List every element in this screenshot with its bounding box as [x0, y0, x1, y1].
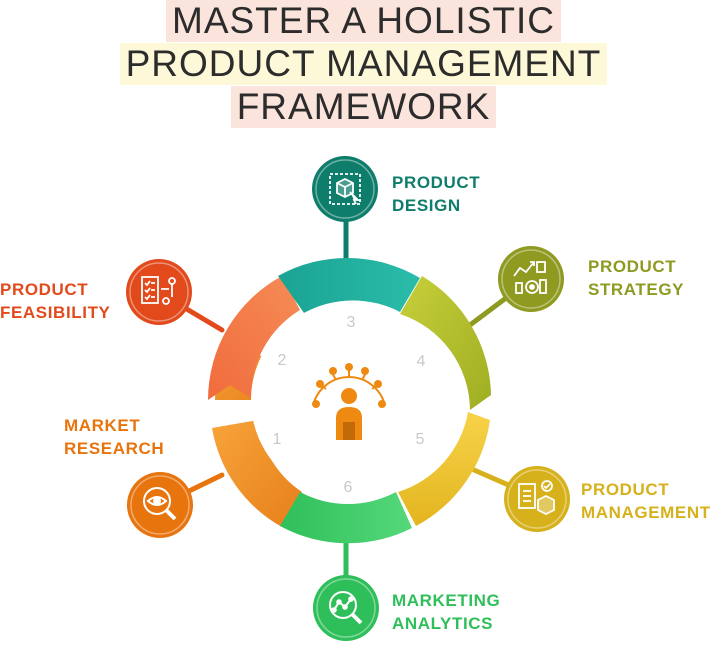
stage-number-5: 5	[416, 431, 425, 448]
label-market-research: MARKET RESEARCH	[64, 414, 164, 460]
label-line: DESIGN	[392, 196, 461, 215]
stage-number-4: 4	[417, 353, 426, 370]
stage-number-6: 6	[344, 479, 353, 496]
connector-product-feasibility	[182, 305, 225, 333]
page-title: MASTER A HOLISTIC PRODUCT MANAGEMENT FRA…	[0, 0, 727, 129]
stage-number-1: 1	[273, 431, 282, 448]
connector-product-strategy	[467, 295, 509, 328]
label-line: PRODUCT	[392, 173, 481, 192]
marketing-analytics-node	[313, 575, 379, 641]
label-product-management: PRODUCT MANAGEMENT	[581, 478, 711, 524]
cube-cursor-icon	[329, 173, 361, 205]
label-line: FEASIBILITY	[0, 303, 111, 322]
label-line: PRODUCT	[0, 280, 89, 299]
checklist-flow-icon	[141, 276, 176, 305]
product-design-node	[312, 156, 378, 222]
label-line: MANAGEMENT	[581, 503, 711, 522]
connector-market-research	[182, 472, 225, 496]
label-line: PRODUCT	[581, 480, 670, 499]
label-line: MARKET	[64, 416, 141, 435]
label-product-strategy: PRODUCT STRATEGY	[588, 255, 684, 301]
ring-segment-3	[278, 257, 420, 313]
title-line-3: FRAMEWORK	[230, 86, 497, 128]
strategy-chart-icon	[513, 261, 547, 294]
stage-number-2: 2	[278, 352, 287, 369]
title-line-1: MASTER A HOLISTIC	[166, 0, 561, 42]
ring-segment-6	[280, 492, 412, 544]
ring-segment-1-outer	[212, 420, 302, 527]
ring-segment-2	[208, 276, 300, 400]
product-feasibility-node	[126, 259, 192, 325]
label-marketing-analytics: MARKETING ANALYTICS	[392, 589, 500, 635]
magnifier-eye-icon	[143, 487, 177, 521]
label-line: PRODUCT	[588, 257, 677, 276]
title-line-2: PRODUCT MANAGEMENT	[119, 43, 608, 85]
label-line: RESEARCH	[64, 439, 165, 458]
product-strategy-node	[498, 246, 564, 312]
analytics-magnifier-icon	[329, 591, 363, 625]
product-management-node	[504, 466, 570, 532]
team-leader-icon	[312, 363, 386, 440]
ring-segment-4	[400, 276, 491, 410]
connector-lines	[182, 212, 516, 585]
label-line: STRATEGY	[588, 280, 685, 299]
stage-numbers: 1 2 3 4 5 6	[273, 314, 426, 496]
ring-segment-5	[398, 412, 490, 526]
stage-number-3: 3	[347, 314, 356, 331]
label-product-design: PRODUCT DESIGN	[392, 171, 480, 217]
clipboard-box-icon	[518, 480, 555, 516]
market-research-node	[127, 472, 193, 538]
label-line: MARKETING	[392, 591, 501, 610]
label-line: ANALYTICS	[392, 614, 494, 633]
connector-product-management	[471, 467, 516, 490]
label-product-feasibility: PRODUCT FEASIBILITY	[0, 278, 111, 324]
